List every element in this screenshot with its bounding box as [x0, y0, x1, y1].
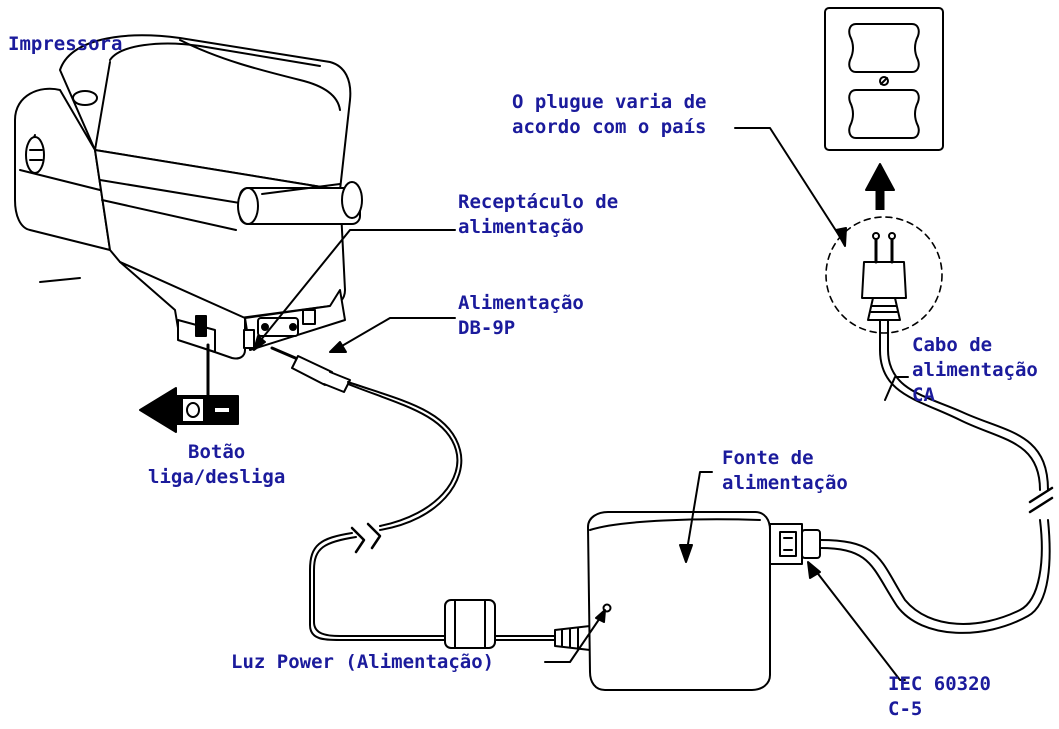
power-supply-line-2: alimentação: [722, 472, 848, 494]
leader-lines: [253, 127, 909, 681]
iec-line-2: C-5: [888, 698, 923, 720]
printer-illustration: [14, 34, 363, 360]
power-receptacle-line-1: Receptáculo de: [458, 191, 619, 213]
wall-outlet: [824, 7, 944, 151]
ac-cord-label: Cabo de alimentação CA: [912, 333, 1038, 408]
power-light-label: Luz Power (Alimentação): [231, 650, 494, 675]
ac-cord-line-2: alimentação: [912, 359, 1038, 381]
ac-cord: [819, 163, 1054, 634]
dc-cable: [270, 346, 591, 651]
ac-cord-line-3: CA: [912, 384, 935, 406]
power-supply-brick: [587, 511, 821, 691]
power-switch-line-1: Botão: [188, 441, 246, 463]
ac-cord-line-1: Cabo de: [912, 334, 993, 356]
plug-varies-line-1: O plugue varia de: [512, 91, 707, 113]
power-receptacle-label: Receptáculo de alimentação: [458, 190, 618, 240]
iec-label: IEC 60320 C-5: [888, 672, 991, 722]
iec-line-1: IEC 60320: [888, 673, 991, 695]
plug-varies-line-2: acordo com o país: [512, 116, 707, 138]
power-switch-label: Botão liga/desliga: [148, 440, 285, 490]
power-receptacle-line-2: alimentação: [458, 216, 584, 238]
printer-label-text: Impressora: [8, 33, 123, 55]
power-db9p-line-2: DB-9P: [458, 317, 516, 339]
power-switch-line-2: liga/desliga: [148, 466, 286, 488]
power-db9p-line-1: Alimentação: [458, 292, 584, 314]
power-supply-label: Fonte de alimentação: [722, 446, 848, 496]
power-db9p-label: Alimentação DB-9P: [458, 291, 584, 341]
plug-varies-label: O plugue varia de acordo com o país: [512, 90, 706, 140]
power-light-text: Luz Power (Alimentação): [231, 651, 495, 673]
printer-label: Impressora: [8, 32, 122, 57]
power-switch-arrow: [139, 343, 239, 433]
power-supply-line-1: Fonte de: [722, 447, 814, 469]
